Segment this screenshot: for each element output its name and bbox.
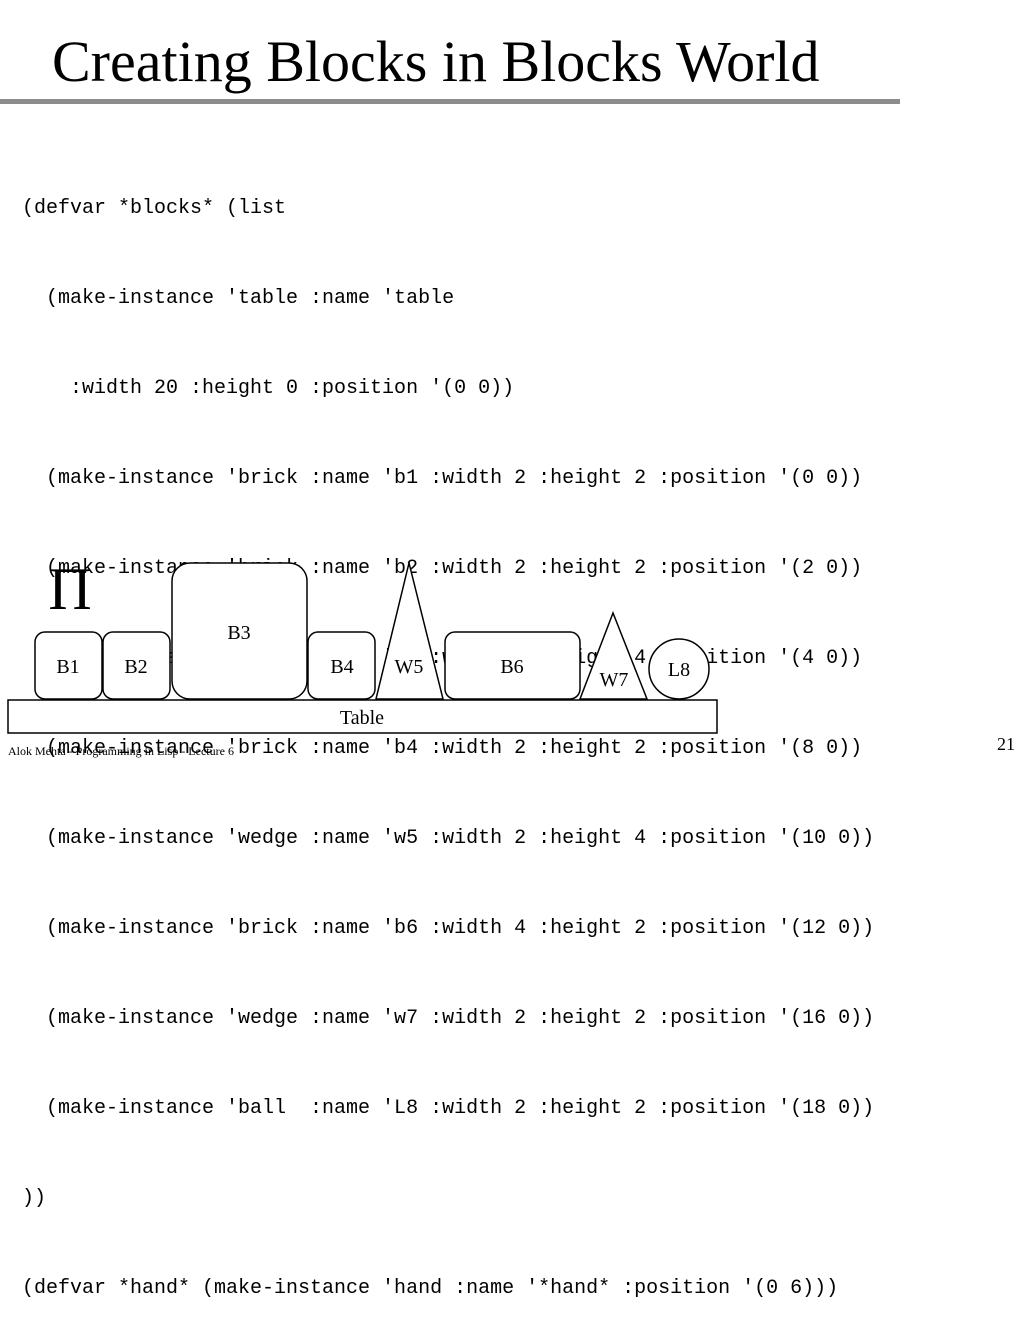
table-block	[7, 699, 718, 734]
block-label-w5: W5	[395, 656, 424, 678]
brick-b4	[307, 631, 376, 700]
code-line: (make-instance 'table :name 'table	[22, 287, 455, 310]
code-line: (make-instance 'wedge :name 'w7 :width 2…	[22, 1007, 875, 1030]
code-line: (defvar *hand* (make-instance 'hand :nam…	[22, 1277, 839, 1300]
block-label-b6: B6	[500, 656, 523, 678]
code-line: (make-instance 'brick :name 'b1 :width 2…	[22, 467, 863, 490]
block-label-b1: B1	[56, 656, 79, 678]
title-divider	[0, 99, 900, 104]
code-line: (make-instance 'wedge :name 'w5 :width 2…	[22, 827, 875, 850]
block-label-b2: B2	[124, 656, 147, 678]
page-number: 21	[997, 734, 1015, 754]
code-line: (make-instance 'brick :name 'b4 :width 2…	[22, 737, 863, 760]
brick-b2	[102, 631, 171, 700]
block-label-b4: B4	[330, 656, 353, 678]
code-line: :width 20 :height 0 :position '(0 0))	[22, 377, 515, 400]
wedge-w5	[375, 562, 444, 700]
footer-text: Alok Mehta - Programming in Lisp - Lectu…	[8, 744, 234, 758]
brick-b6	[444, 631, 581, 700]
ball-l8	[648, 638, 710, 700]
code-line: (make-instance 'ball :name 'L8 :width 2 …	[22, 1097, 875, 1120]
table-label: Table	[340, 707, 384, 729]
block-label-b3: B3	[227, 622, 250, 644]
block-label-w7: W7	[600, 669, 629, 691]
hand-icon: Π	[48, 556, 91, 622]
wedge-w7	[578, 610, 649, 700]
blocks-world-diagram: Π Table B1 B2 B3 B4 W5 B6 W7 L8	[7, 556, 718, 734]
block-label-l8: L8	[668, 659, 690, 681]
slide-title: Creating Blocks in Blocks World	[52, 29, 820, 94]
brick-b3	[171, 562, 308, 700]
code-line: (defvar *blocks* (list	[22, 197, 287, 220]
brick-b1	[34, 631, 103, 700]
code-line: ))	[22, 1187, 47, 1210]
code-line: (make-instance 'brick :name 'b6 :width 4…	[22, 917, 875, 940]
